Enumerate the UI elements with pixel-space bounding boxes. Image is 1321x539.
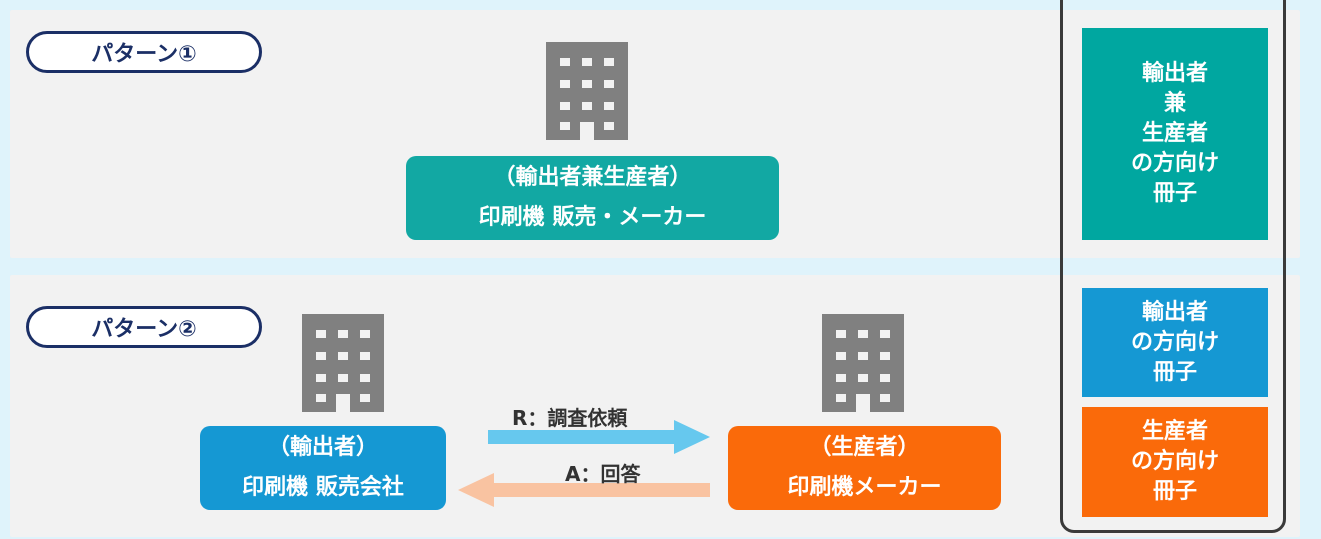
arrow-right-icon xyxy=(488,420,710,454)
request-arrow-label: R：調査依頼 xyxy=(512,406,628,430)
office-building-icon xyxy=(302,314,384,412)
booklet-line: 生産者 xyxy=(1141,419,1208,444)
booklet-line: の方向け xyxy=(1130,151,1219,176)
booklet-exporter-producer: 輸出者 兼 生産者 の方向け 冊子 xyxy=(1082,28,1268,240)
office-building-icon xyxy=(822,314,904,412)
office-building-icon xyxy=(546,42,628,140)
company-name: 印刷機 販売・メーカー xyxy=(478,205,707,230)
booklet-line: 輸出者 xyxy=(1141,299,1208,325)
exporter-company-box: （輸出者） 印刷機 販売会社 xyxy=(200,426,446,510)
booklet-line: 輸出者 xyxy=(1141,61,1208,86)
answer-arrow-label: A：回答 xyxy=(565,462,641,486)
company-name: 印刷機 販売会社 xyxy=(242,475,404,500)
booklet-line: 生産者 xyxy=(1141,121,1208,146)
pattern-2-label: パターン② xyxy=(26,306,262,348)
booklet-line: 冊子 xyxy=(1152,359,1197,385)
booklet-exporter: 輸出者 の方向け 冊子 xyxy=(1082,288,1268,397)
producer-company-box: （生産者） 印刷機メーカー xyxy=(728,426,1001,510)
booklet-line: 兼 xyxy=(1163,91,1186,116)
company-name: 印刷機メーカー xyxy=(787,475,942,500)
booklet-line: 冊子 xyxy=(1152,181,1197,206)
booklet-line: 冊子 xyxy=(1152,479,1197,504)
pattern-1-label: パターン① xyxy=(26,31,262,73)
exporter-producer-company-box: （輸出者兼生産者） 印刷機 販売・メーカー xyxy=(406,156,779,240)
company-role: （輸出者） xyxy=(267,435,378,460)
booklet-line: の方向け xyxy=(1130,449,1219,474)
booklet-line: の方向け xyxy=(1130,329,1219,355)
company-role: （生産者） xyxy=(809,435,920,460)
company-role: （輸出者兼生産者） xyxy=(493,165,692,190)
arrow-left-icon xyxy=(458,473,710,507)
booklet-producer: 生産者 の方向け 冊子 xyxy=(1082,407,1268,517)
